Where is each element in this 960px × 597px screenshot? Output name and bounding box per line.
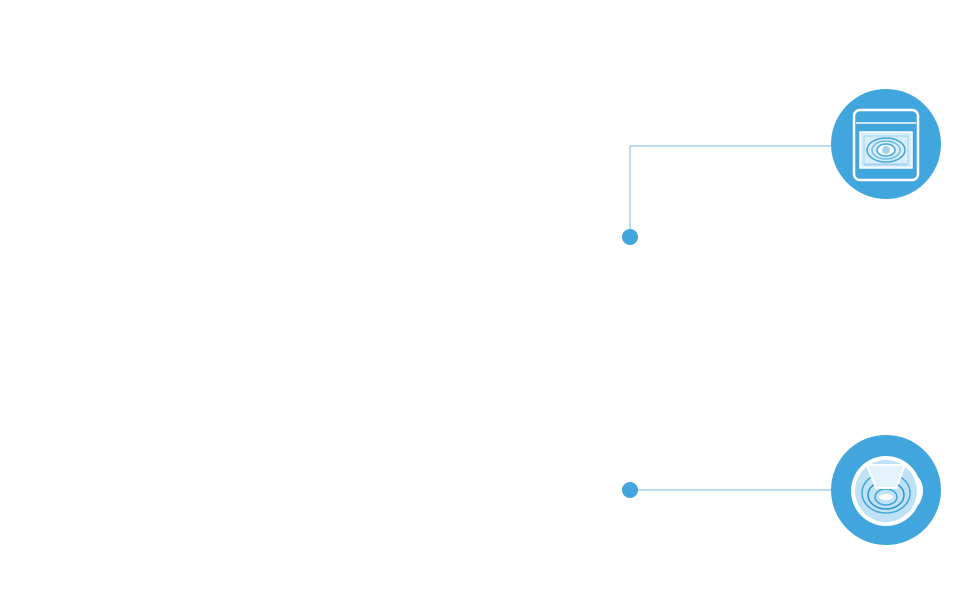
connector-line-top [629,145,833,237]
callout-top [622,89,941,245]
callout-bottom [622,435,941,545]
anchor-dot-top[interactable] [622,229,638,245]
anchor-dot-bottom[interactable] [622,482,638,498]
top-load-washer-drum-icon[interactable] [831,435,941,545]
front-load-washer-icon[interactable] [831,89,941,199]
